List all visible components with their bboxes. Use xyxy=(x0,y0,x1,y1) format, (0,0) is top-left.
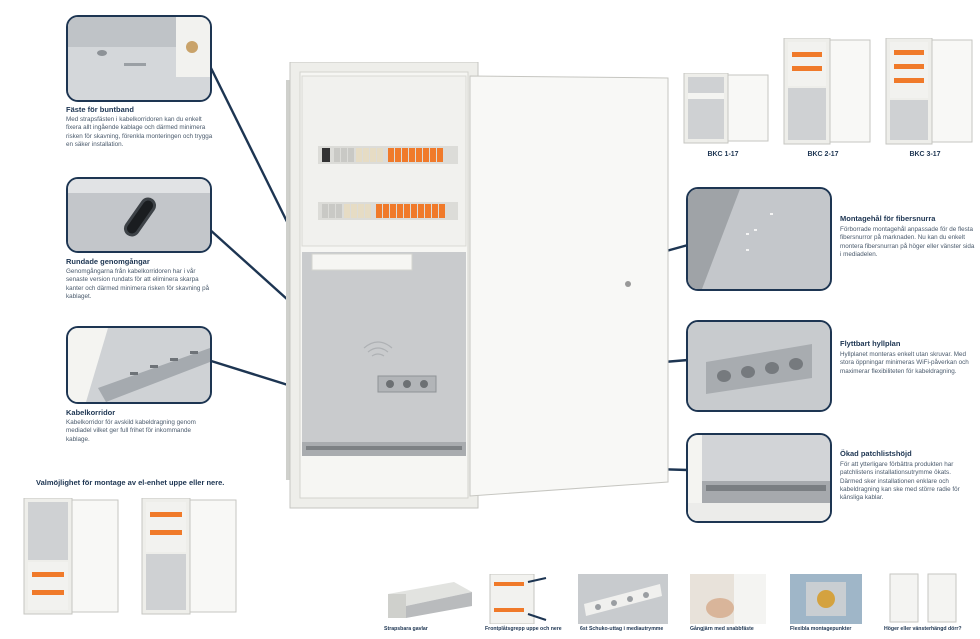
feature-desc-3: Förborrade montagehål anpassade för de f… xyxy=(840,226,975,258)
feature-desc-1: Genomgångarna från kabelkorridoren har i… xyxy=(66,268,210,300)
bottom-photo-5 xyxy=(888,572,960,624)
bottom-photo-1 xyxy=(488,573,548,625)
bottom-label-1: Frontplåtsgrepp uppe och nere xyxy=(485,626,562,632)
feature-desc-0: Med strapsfästen i kabelkorridoren kan d… xyxy=(66,116,213,148)
patch-strip-photo xyxy=(686,433,832,523)
bottom-photo-4 xyxy=(790,574,862,624)
bottom-label-3: Gångjärn med snabbfäste xyxy=(690,626,754,632)
feature-title-5: Ökad patchlistshöjd xyxy=(840,449,912,458)
cable-corridor-photo xyxy=(66,326,212,404)
montage-option-top-image xyxy=(22,497,122,616)
montage-heading: Valmöjlighet för montage av el-enhet upp… xyxy=(36,478,225,487)
model-label-2: BKC 3-17 xyxy=(909,151,941,158)
montage-option-bottom-image xyxy=(140,497,240,616)
feature-title-2: Kabelkorridor xyxy=(66,408,116,417)
bottom-photo-2 xyxy=(578,574,668,624)
model-bkc2-image xyxy=(782,37,872,146)
bottom-label-4: Flexibla montagepunkter xyxy=(790,626,852,632)
feature-title-1: Rundade genomgångar xyxy=(66,257,150,266)
bottom-photo-0 xyxy=(384,576,474,622)
bottom-label-5: Höger eller vänsterhängd dörr? xyxy=(884,626,962,632)
model-bkc3-image xyxy=(884,37,976,146)
feature-desc-4: Hyllplanet monteras enkelt utan skruvar.… xyxy=(840,351,969,375)
main-cabinet-image xyxy=(286,61,670,512)
feature-desc-2: Kabelkorridor för avskild kabeldragning … xyxy=(66,419,196,443)
model-bkc1-image xyxy=(682,72,770,145)
feature-title-0: Fäste för buntband xyxy=(66,105,134,114)
bottom-photo-3 xyxy=(690,574,766,624)
bottom-label-0: Strapsbara gavlar xyxy=(384,626,428,632)
feature-desc-5: För att ytterligare förbättra produkten … xyxy=(840,461,960,502)
bottom-label-2: 6st Schuko-uttag i mediautrymme xyxy=(580,626,664,632)
strap-mount-photo xyxy=(66,15,212,102)
feature-title-4: Flyttbart hyllplan xyxy=(840,339,901,348)
model-label-1: BKC 2-17 xyxy=(807,151,839,158)
shelf-photo xyxy=(686,320,832,412)
rounded-passage-photo xyxy=(66,177,212,253)
feature-title-3: Montagehål för fibersnurra xyxy=(840,214,936,223)
fiber-mount-photo xyxy=(686,187,832,291)
model-label-0: BKC 1-17 xyxy=(707,151,739,158)
